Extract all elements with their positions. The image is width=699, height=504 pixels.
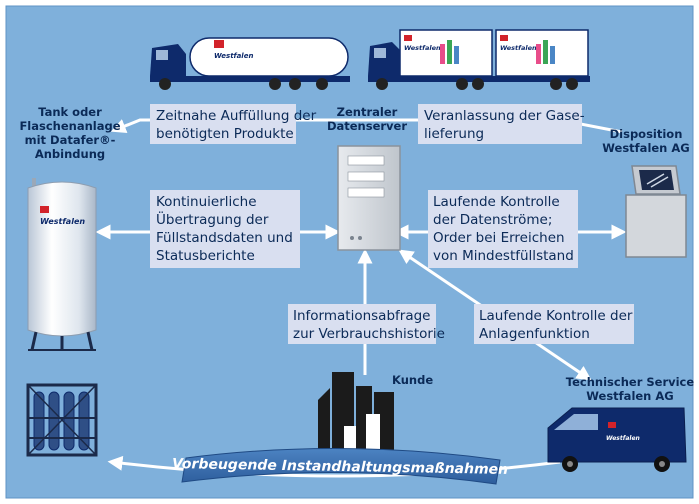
- disposition-label-line-1: Disposition: [610, 127, 683, 141]
- transmission-box: Kontinuierliche Übertragung der Füllstan…: [150, 190, 300, 268]
- history-line-2: zur Verbrauchshistorie: [293, 326, 445, 342]
- tanker-brand-label: Westfalen: [214, 52, 253, 60]
- disposition-label-line-2: Westfalen AG: [602, 141, 689, 155]
- customer-label: Kunde: [392, 373, 433, 387]
- transmission-line-2: Übertragung der: [156, 210, 269, 228]
- service-label-line-1: Technischer Service: [566, 375, 695, 389]
- maintenance-arrow: [107, 455, 561, 478]
- maintenance-label: Vorbeugende Instandhaltungsmaßnahmen: [172, 456, 508, 478]
- delivery-trucks-icon: Westfalen Westfalen Westfalen: [150, 29, 590, 90]
- truck-brand-label: Westfalen: [404, 44, 441, 52]
- gas-tank-icon: Westfalen: [27, 178, 97, 351]
- server-label-line-2: Datenserver: [327, 119, 407, 133]
- tank-label-line-4: Anbindung: [35, 147, 105, 161]
- transmission-line-4: Statusberichte: [156, 248, 255, 264]
- refill-line-2: benötigten Produkte: [156, 126, 294, 142]
- function-line-2: Anlagenfunktion: [479, 326, 590, 342]
- van-brand-label: Westfalen: [606, 435, 640, 442]
- computer-terminal-icon: [625, 165, 687, 258]
- gas-cylinder-bundle-icon: [26, 383, 98, 457]
- service-label: Technischer Service Westfalen AG: [566, 375, 695, 403]
- tanker-truck-icon: Westfalen: [150, 37, 350, 90]
- history-box: Informationsabfrage zur Verbrauchshistor…: [288, 304, 445, 344]
- server-label: Zentraler Datenserver: [327, 105, 407, 133]
- maintenance-banner: Vorbeugende Instandhaltungsmaßnahmen: [172, 448, 508, 485]
- history-line-1: Informationsabfrage: [293, 308, 430, 324]
- tank-label: Tank oder Flaschenanlage mit Datafer®- A…: [19, 105, 120, 161]
- function-line-1: Laufende Kontrolle der: [479, 308, 633, 324]
- control-line-1: Laufende Kontrolle: [433, 194, 560, 210]
- box-truck-icon: Westfalen Westfalen: [368, 29, 590, 90]
- service-label-line-2: Westfalen AG: [586, 389, 673, 403]
- transmission-line-1: Kontinuierliche: [156, 194, 257, 210]
- factory-building-icon: [310, 372, 402, 456]
- refill-line-1: Zeitnahe Auffüllung der: [156, 108, 317, 124]
- refill-arrow: [110, 118, 623, 134]
- control-line-3: Order bei Erreichen: [433, 230, 565, 246]
- trigger-box: Veranlassung der Gase- lieferung: [418, 104, 585, 144]
- refill-box: Zeitnahe Auffüllung der benötigten Produ…: [150, 104, 317, 144]
- control-line-4: von Mindestfüllstand: [433, 248, 574, 264]
- disposition-label: Disposition Westfalen AG: [602, 127, 689, 155]
- control-box: Laufende Kontrolle der Datenströme; Orde…: [428, 190, 578, 268]
- tank-label-line-2: Flaschenanlage: [19, 119, 120, 133]
- function-box: Laufende Kontrolle der Anlagenfunktion: [474, 304, 634, 344]
- tank-label-line-1: Tank oder: [38, 105, 102, 119]
- trailer-brand-label: Westfalen: [500, 44, 537, 52]
- tank-brand-label: Westfalen: [40, 217, 85, 226]
- control-line-2: der Datenströme;: [433, 212, 552, 228]
- server-label-line-1: Zentraler: [337, 105, 398, 119]
- service-van-icon: Westfalen: [547, 407, 687, 472]
- server-icon: [337, 145, 401, 251]
- trigger-line-2: lieferung: [424, 126, 484, 142]
- transmission-line-3: Füllstandsdaten und: [156, 230, 293, 246]
- tank-label-line-3: mit Datafer®-: [25, 133, 116, 147]
- trigger-line-1: Veranlassung der Gase-: [424, 108, 585, 124]
